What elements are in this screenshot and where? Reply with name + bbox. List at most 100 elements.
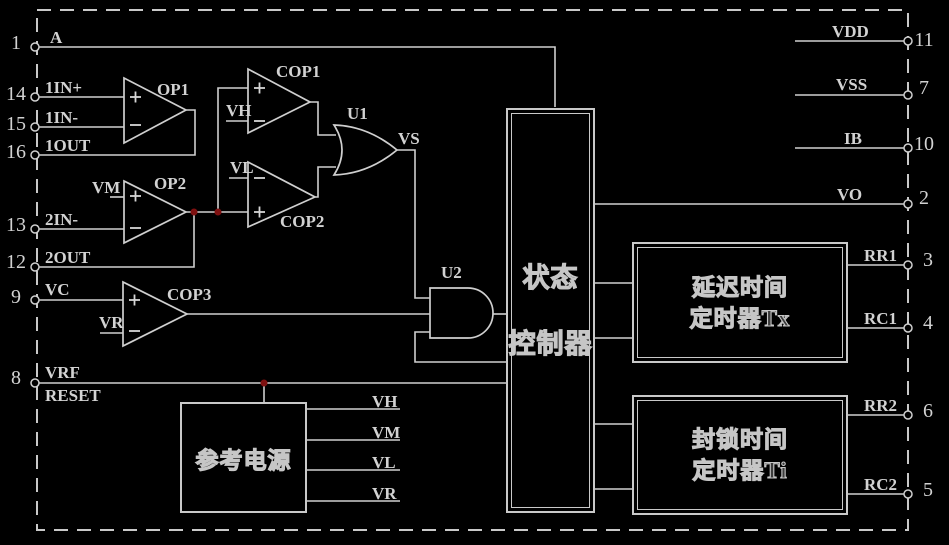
pin-number-6: 6 xyxy=(923,400,933,422)
pin-number-1: 1 xyxy=(11,32,21,54)
pin-circles xyxy=(30,36,913,499)
ref-output-vl-label: VL xyxy=(372,453,396,472)
vr-input-label: VR xyxy=(99,313,124,332)
input-polarity-marks xyxy=(129,82,265,332)
pin-circle xyxy=(903,90,913,100)
wire-1out-feedback xyxy=(37,109,196,156)
vh-input-label: VH xyxy=(226,101,252,120)
junction-dots xyxy=(190,208,268,387)
pin-label-1in-minus: 1IN- xyxy=(45,108,79,127)
delay-timer-inner: 延迟时间 定时器Tx xyxy=(637,247,843,358)
vs-signal-label: VS xyxy=(398,129,420,148)
pin-number-16: 16 xyxy=(6,141,26,163)
or-gate-u1 xyxy=(332,124,399,176)
pin-circle xyxy=(903,143,913,153)
pin-label-vrf: VRF xyxy=(45,363,80,382)
pin-label-vdd: VDD xyxy=(832,22,869,41)
state-controller-label-line2: 控制器 xyxy=(508,328,593,359)
pin-circle xyxy=(30,122,40,132)
pin-label-2in-minus: 2IN- xyxy=(45,210,79,229)
lockout-timer-label-line1: 封锁时间 xyxy=(691,426,788,452)
cop1-label: COP1 xyxy=(276,62,321,81)
chip-boundary xyxy=(36,9,909,531)
pin-circle xyxy=(903,199,913,209)
delay-timer-label-line1: 延迟时间 xyxy=(691,274,788,300)
pin-circle xyxy=(30,92,40,102)
vm-input-label: VM xyxy=(92,178,121,197)
pin-number-13: 13 xyxy=(6,214,26,236)
delay-timer-block: 延迟时间 定时器Tx xyxy=(632,242,848,363)
pin-number-10: 10 xyxy=(914,133,934,155)
op2-label: OP2 xyxy=(154,174,187,193)
wires xyxy=(37,40,908,502)
op1-label: OP1 xyxy=(157,80,190,99)
pin-label-rr1: RR1 xyxy=(864,246,898,265)
pin-circle xyxy=(30,42,40,52)
pin-circle xyxy=(903,36,913,46)
pin-label-1out: 1OUT xyxy=(45,136,91,155)
wire-u2-to-controller-lower xyxy=(414,331,506,363)
pin-circle xyxy=(903,410,913,420)
pin-label-rc1: RC1 xyxy=(864,309,898,328)
wire-a-input xyxy=(37,46,556,107)
cop1-plus-icon xyxy=(254,82,265,94)
wire-vs-to-u2 xyxy=(397,149,430,299)
pin-number-3: 3 xyxy=(923,249,933,271)
pin-circle xyxy=(30,378,40,388)
junction-dot xyxy=(190,208,198,216)
lockout-timer-inner: 封锁时间 定时器Ti xyxy=(637,400,843,510)
wire-2out-feedback xyxy=(37,212,195,268)
pin-circle xyxy=(30,224,40,234)
cop2-plus-icon xyxy=(254,206,265,218)
wire-op2-out-to-cop1 xyxy=(217,87,248,212)
wire-cop2-to-u1 xyxy=(315,166,336,198)
pin-number-7: 7 xyxy=(919,77,929,99)
pin-number-11: 11 xyxy=(914,29,934,51)
ref-output-vm-label: VM xyxy=(372,423,401,442)
pin-circle xyxy=(903,489,913,499)
pin-number-4: 4 xyxy=(923,312,933,334)
pin-circle xyxy=(903,323,913,333)
pin-label-1in-plus: 1IN+ xyxy=(45,78,83,97)
cop3-plus-icon xyxy=(129,294,140,306)
vl-input-label: VL xyxy=(230,158,254,177)
lockout-timer-block: 封锁时间 定时器Ti xyxy=(632,395,848,515)
state-controller-block: 状态 控制器 xyxy=(506,108,595,513)
pin-number-14: 14 xyxy=(6,83,26,105)
ref-output-vr-label: VR xyxy=(372,484,397,503)
pin-circle xyxy=(30,262,40,272)
pin-label-rc2: RC2 xyxy=(864,475,898,494)
op2-plus-icon xyxy=(130,190,141,202)
pin-label-rr2: RR2 xyxy=(864,396,898,415)
delay-timer-label-line2: 定时器Tx xyxy=(689,305,791,331)
cop1-triangle xyxy=(247,67,312,135)
u1-label: U1 xyxy=(347,104,368,123)
reference-supply-label: 参考电源 xyxy=(195,447,292,473)
junction-dot xyxy=(214,208,222,216)
pin-number-9: 9 xyxy=(11,286,21,308)
pin-circle xyxy=(30,150,40,160)
pin-label-2out: 2OUT xyxy=(45,248,91,267)
cop2-label: COP2 xyxy=(280,212,325,231)
pin-number-15: 15 xyxy=(6,113,26,135)
state-controller-inner: 状态 控制器 xyxy=(508,113,593,508)
pin-number-5: 5 xyxy=(923,479,933,501)
cop2-triangle xyxy=(247,160,317,229)
pin-label-reset: RESET xyxy=(45,386,101,405)
op1-triangle xyxy=(123,76,188,145)
op1-plus-icon xyxy=(130,91,141,103)
u2-label: U2 xyxy=(441,263,462,282)
pin-number-12: 12 xyxy=(6,251,26,273)
cop3-label: COP3 xyxy=(167,285,212,304)
pin-circle xyxy=(30,295,40,305)
pin-label-ib: IB xyxy=(844,129,862,148)
pin-label-a: A xyxy=(50,28,63,47)
pin-number-2: 2 xyxy=(919,187,929,209)
ref-output-vh-label: VH xyxy=(372,392,398,411)
junction-dot xyxy=(260,379,268,387)
lockout-timer-label-line2: 定时器Ti xyxy=(692,457,788,483)
pin-label-vc: VC xyxy=(45,280,70,299)
wire-cop1-to-u1 xyxy=(310,101,336,136)
